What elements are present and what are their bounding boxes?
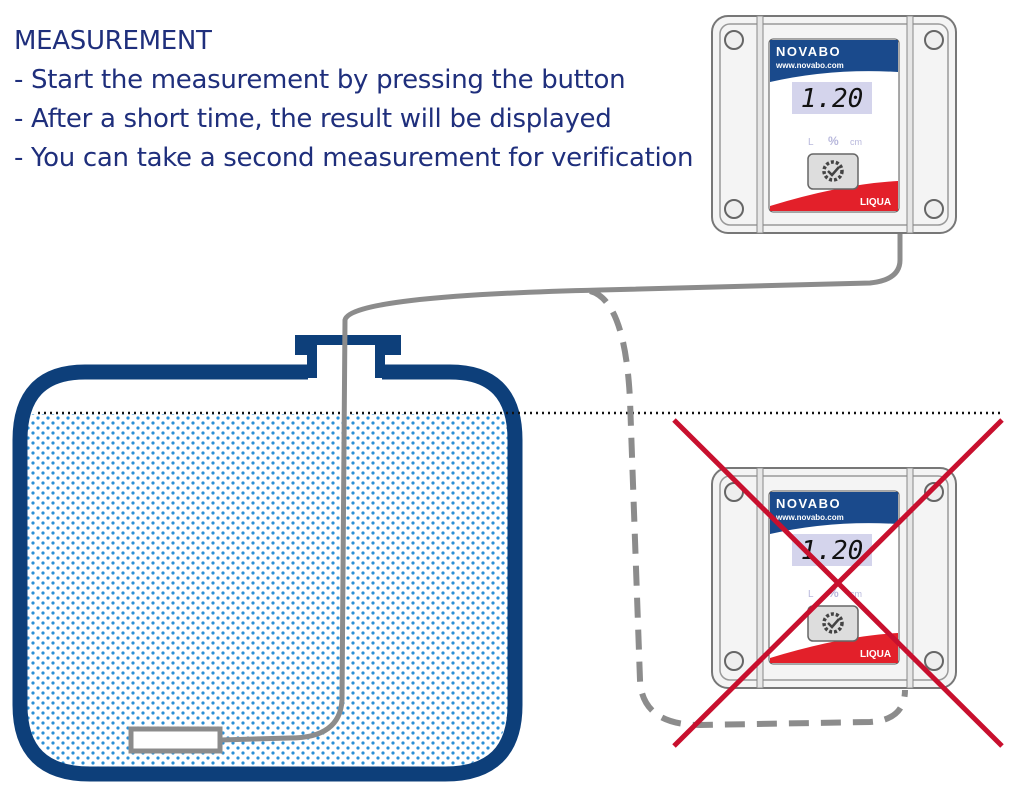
sensor-cable (219, 232, 903, 743)
unit-label: L (808, 589, 814, 600)
brand-logo: NOVABO (776, 496, 841, 511)
measure-button[interactable] (807, 153, 859, 190)
lcd-reading: 1.20 (801, 84, 864, 114)
website-label: www.novabo.com (775, 61, 844, 70)
lcd-reading: 1.20 (801, 536, 864, 566)
website-label: www.novabo.com (775, 513, 844, 522)
unit-label: cm (850, 589, 862, 599)
instruction-step: - After a short time, the result will be… (14, 104, 612, 134)
unit-label: L (808, 137, 814, 148)
measure-button[interactable] (807, 605, 859, 642)
pressure-sensor-probe (128, 726, 223, 754)
liquid (26, 414, 508, 768)
unit-label: % (828, 134, 839, 148)
instruction-step: - Start the measurement by pressing the … (14, 65, 626, 95)
unit-label: cm (850, 137, 862, 147)
lcd-display (792, 82, 872, 114)
cross-icon (672, 418, 1004, 748)
gear-check-icon (822, 160, 844, 182)
tank-neck (295, 335, 401, 378)
level-meter-device: NOVABO www.novabo.com 1.20 L % cm LIQUA (711, 15, 957, 234)
gear-check-icon (822, 612, 844, 634)
model-label: LIQUA (860, 649, 891, 660)
tank-outline (12, 364, 523, 782)
instruction-step: - You can take a second measurement for … (14, 143, 694, 173)
instructions-title: MEASUREMENT (14, 26, 212, 56)
brand-logo: NOVABO (776, 44, 841, 59)
model-label: LIQUA (860, 197, 891, 208)
instructions: MEASUREMENT - Start the measurement by p… (14, 22, 693, 178)
unit-label: % (828, 586, 839, 600)
dashed-cable (589, 288, 908, 729)
